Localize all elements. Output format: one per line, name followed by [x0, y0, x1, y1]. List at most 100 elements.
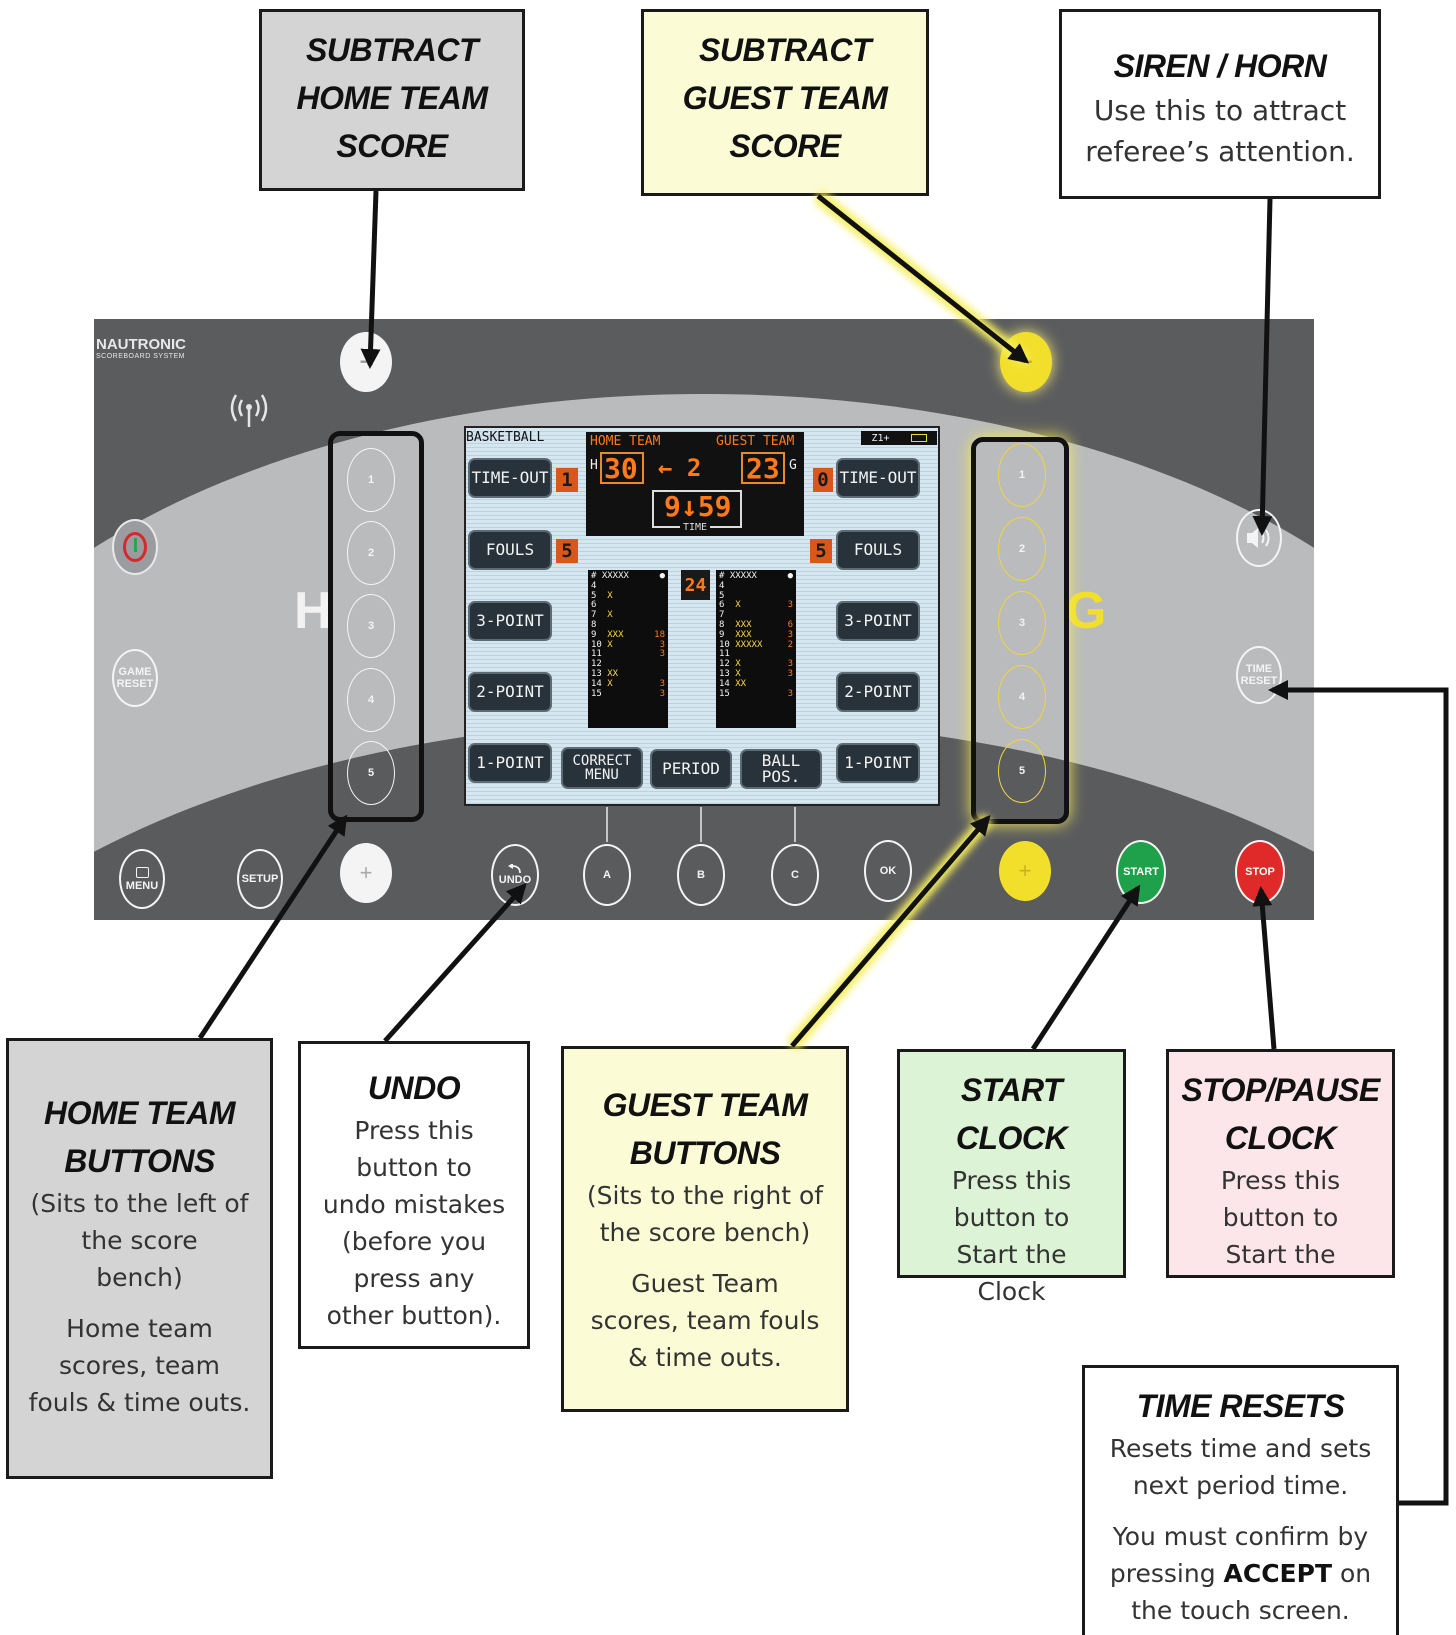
shot-clock: 24: [681, 570, 710, 600]
add-home-score-button[interactable]: +: [340, 843, 392, 903]
guest-button-3[interactable]: 3: [998, 591, 1046, 655]
player-row: 11 3: [591, 649, 665, 660]
game-reset-label: GAME: [118, 666, 152, 678]
guest-1-point-button[interactable]: 1-POINT: [836, 743, 920, 783]
player-row: 5 X: [591, 590, 665, 602]
guest-buttons-arrow: [790, 814, 991, 1048]
menu-label: MENU: [125, 879, 159, 892]
home-1-point-button[interactable]: 1-POINT: [468, 743, 552, 783]
home-timeout-button[interactable]: TIME-OUT: [468, 458, 552, 498]
guest-fouls-button[interactable]: FOULS: [836, 530, 920, 570]
c-button[interactable]: C: [771, 844, 819, 906]
stop-clock-callout: STOP/PAUSE CLOCK Press this button to St…: [1166, 1049, 1395, 1278]
player-number: 12: [719, 659, 736, 670]
callout-body: press any: [353, 1264, 475, 1293]
home-button-4[interactable]: 4: [347, 668, 395, 732]
home-buttons-highlight: [328, 431, 424, 822]
menu-button[interactable]: MENU: [119, 849, 165, 909]
player-row: 15 3: [591, 688, 665, 700]
home-team-label: HOME TEAM: [590, 434, 661, 449]
list-header-text: # XXXXX: [591, 571, 629, 581]
guest-button-1[interactable]: 1: [998, 443, 1046, 507]
period-button[interactable]: PERIOD: [650, 749, 732, 789]
add-guest-score-button[interactable]: +: [999, 841, 1051, 901]
touch-screen: BASKETBALL Z1+ HOME TEAM GUEST TEAM H 30…: [464, 426, 940, 806]
a-button[interactable]: A: [583, 844, 631, 906]
player-number-fouls: 8: [591, 620, 607, 631]
callout-title: START CLOCK: [955, 1072, 1068, 1156]
guest-buttons-callout: GUEST TEAM BUTTONS (Sits to the right of…: [561, 1046, 849, 1412]
player-points: 3: [659, 688, 665, 699]
player-points: 6: [787, 619, 793, 630]
player-number-fouls: 13 XX: [591, 669, 618, 680]
guest-button-5[interactable]: 5: [998, 739, 1046, 803]
player-points: 3: [787, 668, 793, 679]
player-row: 13 XX: [591, 669, 665, 680]
battery-label: Z1+: [871, 432, 890, 444]
guest-buttons-highlight: [971, 437, 1069, 824]
guest-3-point-button[interactable]: 3-POINT: [836, 601, 920, 641]
guest-button-2[interactable]: 2: [998, 517, 1046, 581]
player-number: 10: [591, 639, 608, 650]
player-row: 8: [591, 620, 665, 631]
list-header: # XXXXX●: [719, 571, 793, 582]
player-number: 11: [719, 649, 736, 660]
callout-title: BUTTONS: [64, 1143, 215, 1179]
player-points: 3: [787, 600, 793, 611]
player-number: 5: [719, 590, 736, 601]
guest-timeout-button[interactable]: TIME-OUT: [836, 458, 920, 498]
callout-title: SCORE: [336, 128, 448, 164]
guest-button-4[interactable]: 4: [998, 665, 1046, 729]
player-fouls: X: [735, 668, 741, 679]
battery-icon: [910, 434, 927, 442]
home-prefix: H: [590, 458, 598, 473]
callout-body-text: pressing: [1109, 1559, 1224, 1588]
subtract-home-arrow: [360, 190, 381, 369]
home-fouls-button[interactable]: FOULS: [468, 530, 552, 570]
player-number-fouls: 9 XXX: [591, 630, 624, 641]
player-number: 4: [591, 580, 608, 591]
callout-title: TIME RESETS: [1136, 1388, 1345, 1424]
callout-title: SCORE: [729, 128, 841, 164]
home-button-2[interactable]: 2: [347, 521, 395, 585]
b-button[interactable]: B: [677, 844, 725, 906]
home-buttons-arrow: [197, 814, 348, 1040]
guest-2-point-button[interactable]: 2-POINT: [836, 672, 920, 712]
player-number: 5: [591, 590, 608, 601]
ok-button[interactable]: OK: [864, 840, 912, 902]
subtract-guest-callout: SUBTRACT GUEST TEAM SCORE: [641, 9, 929, 196]
undo-arrow-icon: [508, 864, 521, 874]
screen-connector-lines: [606, 807, 796, 842]
player-number-fouls: 4: [591, 580, 608, 592]
callout-title: BUTTONS: [629, 1135, 781, 1171]
player-number: 11: [591, 649, 608, 660]
player-number-fouls: 5: [719, 590, 736, 602]
player-row: 7 X: [591, 610, 665, 621]
time-resets-callout: TIME RESETS Resets time and sets next pe…: [1082, 1365, 1399, 1635]
callout-body: Clock: [977, 1277, 1046, 1306]
home-3-point-button[interactable]: 3-POINT: [468, 601, 552, 641]
player-number-fouls: 11: [719, 649, 736, 660]
ball-position-button[interactable]: BALL POS.: [740, 749, 822, 789]
power-button[interactable]: [112, 519, 158, 575]
brand-logo: NAUTRONIC: [96, 336, 186, 353]
home-button-5[interactable]: 5: [347, 741, 395, 805]
undo-button[interactable]: UNDO: [491, 844, 539, 906]
callout-body: the score bench): [599, 1218, 811, 1247]
siren-callout: SIREN / HORN Use this to attract referee…: [1059, 9, 1381, 199]
home-button-3[interactable]: 3: [347, 594, 395, 658]
correct-menu-button[interactable]: CORRECT MENU: [561, 747, 643, 789]
home-button-1[interactable]: 1: [347, 448, 395, 512]
player-points: 3: [659, 678, 665, 689]
callout-body: undo mistakes: [322, 1190, 506, 1219]
home-2-point-button[interactable]: 2-POINT: [468, 672, 552, 712]
callout-body: referee’s attention.: [1085, 135, 1355, 168]
player-number-fouls: 4: [719, 581, 735, 592]
ball-dot-icon: ●: [659, 571, 665, 581]
player-number-fouls: 7: [719, 610, 735, 621]
setup-button[interactable]: SETUP: [237, 849, 283, 909]
